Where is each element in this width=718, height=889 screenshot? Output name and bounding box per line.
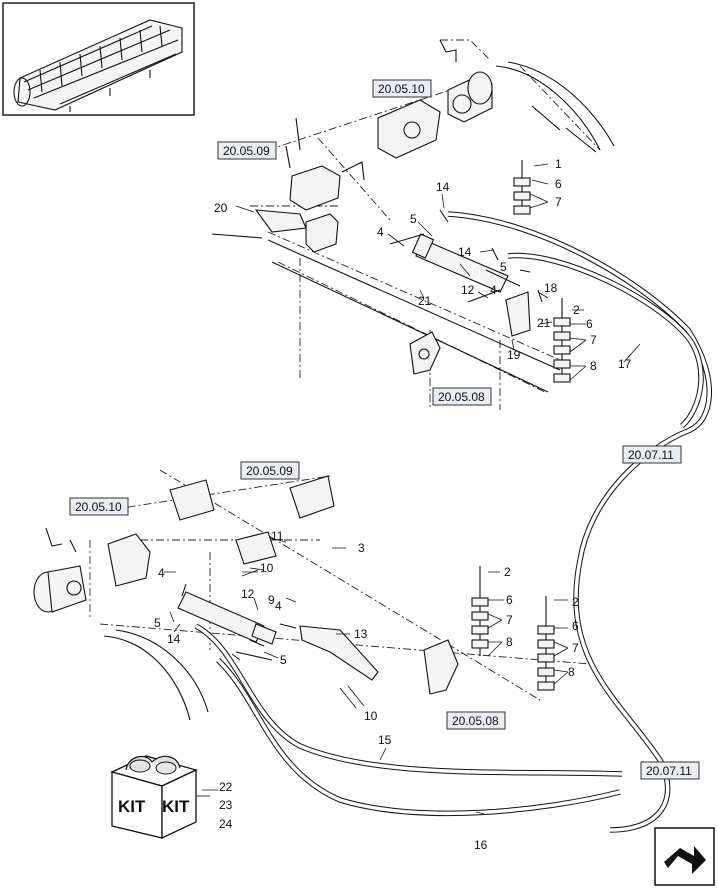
callout: 16 — [474, 838, 488, 852]
callout: 1 — [555, 157, 562, 171]
callout: 7 — [506, 613, 513, 627]
callout: 4 — [490, 283, 497, 297]
callout: 4 — [158, 566, 165, 580]
callout: 12 — [461, 283, 475, 297]
kit-label-right: KIT — [162, 797, 190, 816]
callout: 14 — [436, 180, 450, 194]
ref-label: 20.07.11 — [646, 764, 692, 778]
ref-box-top-20-05-09[interactable]: 20.05.09 — [217, 141, 277, 160]
callout: 15 — [378, 733, 392, 747]
ref-label: 20.05.08 — [452, 714, 499, 728]
upper-assembly — [211, 39, 615, 410]
fastener-stack-3 — [471, 566, 489, 656]
callout: 21 — [537, 316, 551, 330]
callout: 2 — [572, 595, 579, 609]
ref-box-top-20-05-10[interactable]: 20.05.10 — [372, 79, 432, 98]
ref-label: 20.05.08 — [438, 390, 485, 404]
callout: 5 — [280, 653, 287, 667]
callout: 14 — [458, 245, 472, 259]
callout: 11 — [271, 529, 284, 543]
ref-box-bottom-20-05-08[interactable]: 20.05.08 — [446, 711, 506, 730]
callout: 14 — [167, 632, 181, 646]
fastener-stack-1 — [513, 160, 531, 215]
kit-item-22: 22 — [219, 780, 233, 794]
callout: 4 — [377, 225, 384, 239]
lower-assembly — [33, 469, 623, 817]
callout: 10 — [364, 709, 378, 723]
ref-label: 20.05.09 — [223, 144, 270, 158]
ref-box-right-20-07-11-lower[interactable]: 20.07.11 — [640, 761, 700, 780]
hydraulic-motor-lower — [33, 527, 87, 613]
callout: 4 — [275, 599, 282, 613]
callout: 5 — [154, 616, 161, 630]
callout: 2 — [504, 565, 511, 579]
hydraulic-motor-upper — [439, 39, 493, 123]
leader-lines — [164, 163, 641, 815]
cylinder-lower — [177, 583, 277, 645]
hose-17 — [447, 211, 712, 833]
callout: 10 — [260, 561, 274, 575]
callout: 18 — [544, 281, 558, 295]
callout: 7 — [590, 333, 597, 347]
kit-label-left: KIT — [118, 797, 146, 816]
ref-box-top-20-05-08[interactable]: 20.05.08 — [432, 387, 492, 406]
callout: 6 — [506, 593, 513, 607]
kit-item-23: 23 — [219, 798, 233, 812]
callout: 13 — [354, 627, 368, 641]
fastener-stack-4 — [537, 596, 555, 691]
kit-item-24: 24 — [219, 817, 233, 831]
callout: 2 — [573, 303, 580, 317]
callout: 8 — [590, 359, 597, 373]
callout: 17 — [618, 357, 632, 371]
callout: 6 — [555, 177, 562, 191]
callout: 21 — [418, 294, 432, 308]
header-overview-icon — [2, 2, 195, 116]
callout: 7 — [572, 641, 579, 655]
ref-box-bottom-20-05-10[interactable]: 20.05.10 — [69, 497, 129, 516]
callout: 6 — [572, 619, 579, 633]
callout: 8 — [568, 665, 575, 679]
fastener-stack-2 — [553, 298, 571, 383]
callout: 8 — [506, 635, 513, 649]
callout: 20 — [214, 201, 228, 215]
callout: 5 — [500, 260, 507, 274]
ref-label: 20.05.10 — [378, 82, 425, 96]
callout: 7 — [555, 195, 562, 209]
callout: 12 — [241, 587, 255, 601]
ref-label: 20.07.11 — [628, 448, 674, 462]
callout-numbers: 1 6 7 14 20 5 4 14 5 12 4 18 2 21 21 6 7… — [154, 157, 632, 852]
ref-box-bottom-20-05-09[interactable]: 20.05.09 — [240, 461, 300, 480]
ref-label: 20.05.09 — [246, 464, 293, 478]
callout: 19 — [507, 348, 521, 362]
ref-box-right-20-07-11-upper[interactable]: 20.07.11 — [622, 445, 682, 464]
next-page-arrow-icon[interactable] — [654, 827, 715, 886]
callout: 6 — [586, 317, 593, 331]
ref-label: 20.05.10 — [75, 500, 122, 514]
kit-box-icon: KIT KIT — [110, 755, 210, 840]
callout: 3 — [358, 541, 365, 555]
callout: 5 — [410, 212, 417, 226]
callout: 9 — [268, 593, 275, 607]
